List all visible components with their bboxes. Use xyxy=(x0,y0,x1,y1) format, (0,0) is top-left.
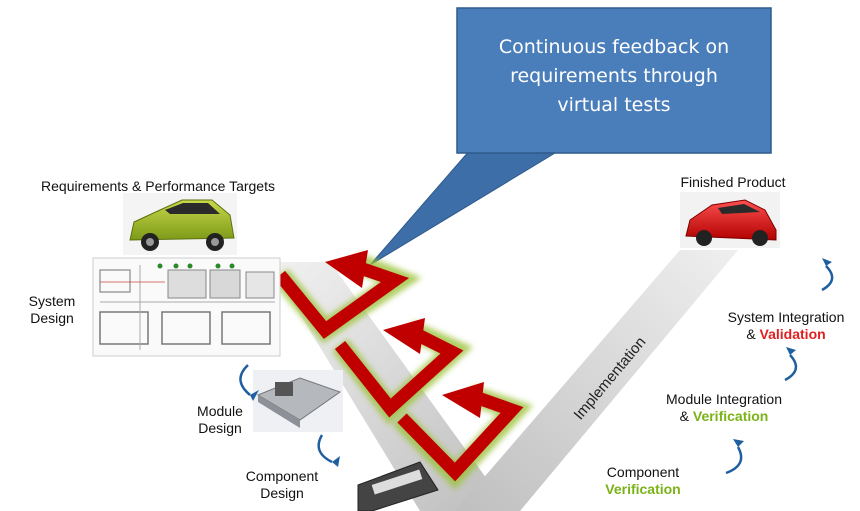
finished-product-image xyxy=(680,192,780,248)
callout-line-1: Continuous feedback on xyxy=(498,36,730,58)
module-image xyxy=(253,370,343,432)
feedback-arrows xyxy=(272,250,533,490)
requirements-label: Requirements & Performance Targets xyxy=(41,178,275,194)
validation-word: Validation xyxy=(759,326,826,342)
system-design-schematic xyxy=(92,257,281,357)
curved-arrow-heads xyxy=(250,258,832,467)
verification-word: Verification xyxy=(692,408,769,424)
requirements-car-image xyxy=(123,193,237,255)
callout-line-3: virtual tests xyxy=(557,94,671,116)
component-image xyxy=(357,461,439,511)
callout-box xyxy=(369,7,772,266)
finished-product-label: Finished Product xyxy=(680,174,786,190)
feedback-arrow-2 xyxy=(334,329,464,418)
callout-text: Continuous feedback on requirements thro… xyxy=(457,33,771,120)
component-design-label: Component Design xyxy=(245,468,319,501)
system-integration-label: System Integration & Validation xyxy=(727,309,845,342)
system-design-label: System Design xyxy=(28,293,76,326)
module-integration-label: Module Integration & Verification xyxy=(666,391,782,424)
feedback-arrow-1 xyxy=(274,261,410,339)
v-right-band xyxy=(455,250,738,511)
callout-line-2: requirements through xyxy=(510,65,718,87)
module-design-label: Module Design xyxy=(197,403,243,436)
curved-arrows xyxy=(239,265,834,475)
component-verification-label: Component Verification xyxy=(605,464,681,497)
feedback-arrow-3 xyxy=(397,391,524,482)
